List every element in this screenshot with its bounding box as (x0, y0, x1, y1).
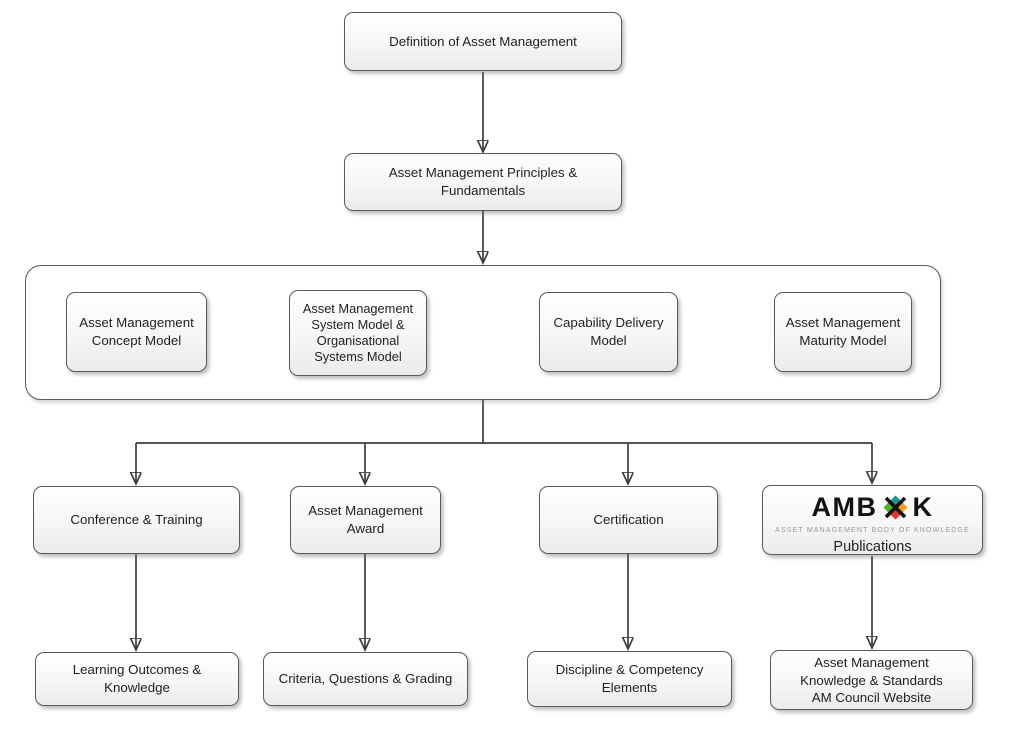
node-system-model: Asset Management System Model & Organisa… (289, 290, 427, 376)
node-label: Asset Management (308, 503, 423, 519)
node-label: Knowledge (104, 680, 170, 695)
node-ambok-publications: AMB K ASSET MANAGEMENT BODY OF KNOWLEDGE… (762, 485, 983, 555)
node-label: Certification (593, 512, 664, 528)
ambok-tagline: ASSET MANAGEMENT BODY OF KNOWLEDGE (775, 527, 970, 534)
node-label: Maturity Model (799, 333, 887, 348)
ambok-logo: AMB K (812, 491, 934, 524)
edge-models-branch-trunk (136, 400, 872, 444)
node-label: Asset Management Principles & (388, 165, 578, 181)
node-principles: Asset Management Principles & Fundamenta… (344, 153, 622, 211)
node-label: Asset Management (302, 300, 414, 316)
ambok-publications-label: Publications (833, 539, 912, 556)
node-label: System Model & (311, 316, 405, 332)
node-label: Organisational (316, 333, 400, 348)
node-label: Learning Outcomes & (72, 662, 202, 678)
node-label: Elements (601, 680, 658, 695)
node-conference-training: Conference & Training (33, 486, 240, 554)
ambok-logo-text: K (912, 492, 934, 522)
ambok-logo-text: AMB (811, 492, 878, 522)
node-label: Asset Management (814, 655, 929, 671)
node-knowledge-standards: Asset Management Knowledge & Standards A… (770, 650, 973, 710)
node-label: Award (346, 521, 385, 536)
node-label: Asset Management (785, 315, 901, 331)
node-label: Criteria, Questions & Grading (278, 671, 453, 687)
node-label: Knowledge & Standards (800, 672, 943, 688)
node-learning-outcomes: Learning Outcomes & Knowledge (35, 652, 239, 706)
ambok-diamond-icon (881, 494, 909, 521)
node-label: Conference & Training (70, 512, 203, 528)
node-label: Model (590, 333, 627, 348)
node-criteria-questions-grading: Criteria, Questions & Grading (263, 652, 468, 706)
node-label: Definition of Asset Management (389, 33, 577, 49)
node-label: Capability Delivery (553, 315, 664, 331)
node-asset-management-award: Asset Management Award (290, 486, 441, 554)
node-label: Fundamentals (440, 183, 526, 198)
node-capability-model: Capability Delivery Model (539, 292, 678, 372)
node-discipline-competency: Discipline & Competency Elements (527, 651, 732, 707)
node-label: AM Council Website (811, 689, 932, 705)
node-label: Asset Management (79, 315, 194, 331)
node-label: Discipline & Competency (555, 662, 704, 678)
node-certification: Certification (539, 486, 718, 554)
node-label: Concept Model (91, 333, 182, 348)
node-maturity-model: Asset Management Maturity Model (774, 292, 912, 372)
node-definition: Definition of Asset Management (344, 12, 622, 71)
node-concept-model: Asset Management Concept Model (66, 292, 207, 372)
node-label: Systems Model (314, 349, 402, 365)
